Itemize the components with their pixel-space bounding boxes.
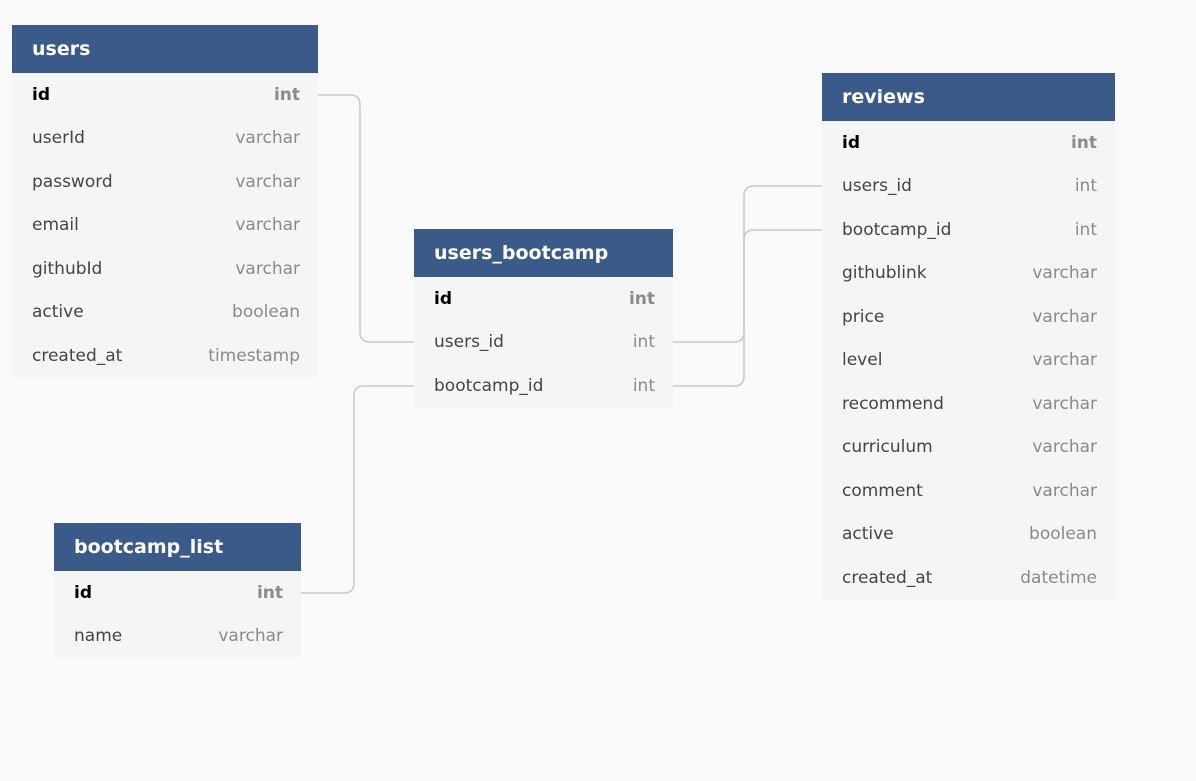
table-bootcamp-list[interactable]: bootcamp_list id int name varchar	[54, 523, 301, 658]
column-row-reviews-comment[interactable]: comment varchar	[822, 469, 1115, 513]
connector-users-bootcamp-users-id-to-reviews-users-id	[673, 185, 822, 343]
column-row-reviews-created-at[interactable]: created_at datetime	[822, 556, 1115, 600]
column-type: varchar	[235, 258, 300, 279]
column-type: boolean	[1029, 524, 1097, 545]
column-type: int	[632, 375, 655, 396]
column-row-users-created-at[interactable]: created_at timestamp	[12, 334, 318, 378]
column-type: int	[273, 84, 300, 105]
column-name: users_id	[434, 332, 504, 353]
column-name: curriculum	[842, 437, 933, 458]
column-name: level	[842, 350, 883, 371]
column-name: id	[74, 582, 92, 603]
column-type: int	[1074, 219, 1097, 240]
table-header-users-bootcamp[interactable]: users_bootcamp	[414, 229, 673, 277]
column-type: varchar	[218, 626, 283, 647]
column-name: active	[842, 524, 894, 545]
column-name: created_at	[842, 567, 933, 588]
column-name: recommend	[842, 393, 944, 414]
table-header-reviews[interactable]: reviews	[822, 73, 1115, 121]
column-row-users-id[interactable]: id int	[12, 73, 318, 117]
connector-users-bootcamp-bootcamp-id-to-reviews-bootcamp-id	[673, 229, 822, 387]
column-name: created_at	[32, 345, 123, 366]
column-row-users-userid[interactable]: userId varchar	[12, 117, 318, 161]
column-row-reviews-curriculum[interactable]: curriculum varchar	[822, 426, 1115, 470]
table-header-bootcamp-list[interactable]: bootcamp_list	[54, 523, 301, 571]
column-row-reviews-active[interactable]: active boolean	[822, 513, 1115, 557]
column-row-reviews-bootcamp-id[interactable]: bootcamp_id int	[822, 208, 1115, 252]
column-row-users-githubid[interactable]: githubId varchar	[12, 247, 318, 291]
column-name: name	[74, 626, 123, 647]
column-name: bootcamp_id	[434, 375, 544, 396]
column-type: int	[1070, 132, 1097, 153]
column-type: int	[632, 332, 655, 353]
column-row-users-email[interactable]: email varchar	[12, 204, 318, 248]
column-row-reviews-price[interactable]: price varchar	[822, 295, 1115, 339]
column-name: id	[434, 288, 452, 309]
column-type: varchar	[1032, 480, 1097, 501]
column-row-reviews-users-id[interactable]: users_id int	[822, 165, 1115, 209]
connector-users-id-to-users-bootcamp-users-id	[318, 94, 414, 343]
column-type: varchar	[1032, 263, 1097, 284]
column-name: email	[32, 215, 79, 236]
column-row-reviews-id[interactable]: id int	[822, 121, 1115, 165]
column-name: active	[32, 302, 84, 323]
column-row-users-bootcamp-bootcamp-id[interactable]: bootcamp_id int	[414, 364, 673, 408]
column-type: boolean	[232, 302, 300, 323]
column-row-users-bootcamp-users-id[interactable]: users_id int	[414, 321, 673, 365]
column-type: varchar	[1032, 350, 1097, 371]
column-type: varchar	[235, 171, 300, 192]
column-type: timestamp	[208, 345, 300, 366]
column-name: githubId	[32, 258, 103, 279]
column-row-users-bootcamp-id[interactable]: id int	[414, 277, 673, 321]
column-type: int	[1074, 176, 1097, 197]
column-name: id	[842, 132, 860, 153]
column-type: datetime	[1020, 567, 1097, 588]
column-row-reviews-level[interactable]: level varchar	[822, 339, 1115, 383]
connector-bootcamp-list-id-to-users-bootcamp-bootcamp-id	[301, 385, 414, 594]
column-name: bootcamp_id	[842, 219, 952, 240]
column-row-reviews-githublink[interactable]: githublink varchar	[822, 252, 1115, 296]
column-type: varchar	[1032, 437, 1097, 458]
column-row-users-password[interactable]: password varchar	[12, 160, 318, 204]
column-type: int	[256, 582, 283, 603]
column-type: varchar	[235, 215, 300, 236]
column-row-bootcamp-list-name[interactable]: name varchar	[54, 615, 301, 659]
column-type: varchar	[235, 128, 300, 149]
column-name: userId	[32, 128, 85, 149]
column-name: comment	[842, 480, 923, 501]
column-type: varchar	[1032, 306, 1097, 327]
column-name: price	[842, 306, 885, 327]
table-header-users[interactable]: users	[12, 25, 318, 73]
column-name: id	[32, 84, 50, 105]
column-row-bootcamp-list-id[interactable]: id int	[54, 571, 301, 615]
column-name: githublink	[842, 263, 927, 284]
column-name: users_id	[842, 176, 912, 197]
column-type: int	[628, 288, 655, 309]
column-type: varchar	[1032, 393, 1097, 414]
column-row-reviews-recommend[interactable]: recommend varchar	[822, 382, 1115, 426]
column-name: password	[32, 171, 113, 192]
column-row-users-active[interactable]: active boolean	[12, 291, 318, 335]
